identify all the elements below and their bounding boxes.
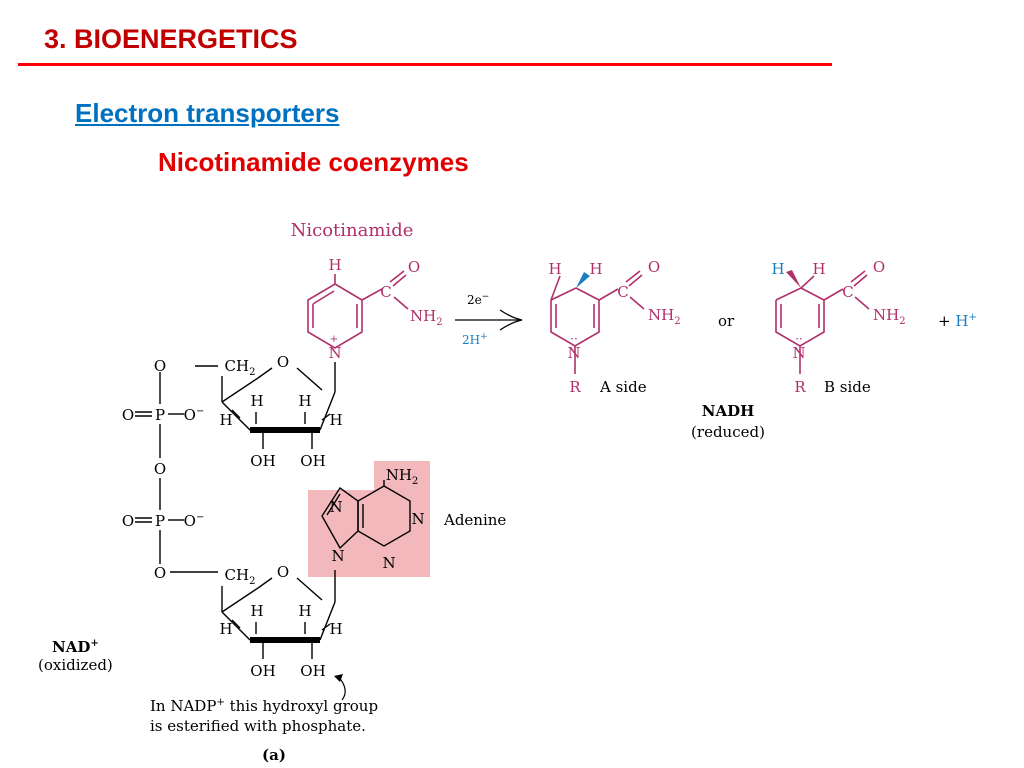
svg-text:N: N — [382, 554, 395, 572]
svg-text:O: O — [154, 357, 166, 375]
svg-text:NH2: NH2 — [386, 466, 419, 487]
svg-text:O−: O− — [184, 406, 205, 424]
b-side-label: B side — [824, 378, 871, 396]
svg-text:O: O — [154, 460, 166, 478]
nic-plus-charge: + — [330, 334, 338, 345]
nadh-reduced-label: (reduced) — [691, 423, 765, 441]
svg-text:N: N — [329, 498, 342, 516]
svg-text:O: O — [277, 563, 289, 581]
b-side-wedge-bond — [786, 270, 801, 288]
svg-text:H: H — [219, 411, 232, 429]
a-side-wedge-bond — [576, 272, 590, 288]
svg-text:NH2: NH2 — [648, 306, 681, 327]
svg-text:C: C — [842, 283, 853, 301]
svg-text:OH: OH — [250, 662, 275, 680]
svg-text:P: P — [155, 512, 165, 530]
svg-text:H: H — [298, 392, 311, 410]
slide-title: 3. BIOENERGETICS — [44, 24, 298, 54]
nic-c-label: C — [380, 283, 391, 301]
nic-o-label: O — [408, 258, 420, 276]
adenine-box-lower — [308, 490, 430, 577]
nic-n-label: N — [328, 344, 341, 362]
svg-text:H: H — [250, 392, 263, 410]
svg-text:O: O — [154, 564, 166, 582]
svg-text:O: O — [122, 406, 134, 424]
svg-text:O: O — [648, 258, 660, 276]
svg-text:H: H — [298, 602, 311, 620]
svg-text:H: H — [771, 260, 784, 278]
svg-text:H: H — [250, 602, 263, 620]
svg-text:R: R — [794, 378, 806, 396]
nad-label: NAD+ — [52, 638, 99, 656]
svg-text:··: ·· — [570, 332, 578, 346]
svg-text:H: H — [329, 411, 342, 429]
proton-label: + H+ — [938, 312, 977, 330]
subtitle-electron-transporters: Electron transporters — [75, 98, 340, 128]
svg-text:N: N — [331, 547, 344, 565]
svg-text:R: R — [569, 378, 581, 396]
svg-text:N: N — [567, 344, 580, 362]
nicotinamide-ring — [307, 270, 409, 349]
svg-text:O: O — [873, 258, 885, 276]
svg-text:OH: OH — [250, 452, 275, 470]
nic-nh2-label: NH2 — [410, 307, 443, 328]
svg-text:O: O — [122, 512, 134, 530]
a-side-label: A side — [599, 378, 647, 396]
svg-text:H: H — [812, 260, 825, 278]
svg-text:O−: O− — [184, 512, 205, 530]
svg-text:CH2: CH2 — [225, 357, 256, 378]
adenine-label: Adenine — [443, 511, 506, 529]
svg-text:··: ·· — [795, 332, 803, 346]
svg-text:N: N — [792, 344, 805, 362]
svg-text:OH: OH — [300, 452, 325, 470]
phosphate-backbone — [135, 372, 218, 573]
svg-text:NH2: NH2 — [873, 306, 906, 327]
svg-text:C: C — [617, 283, 628, 301]
svg-text:H: H — [329, 620, 342, 638]
svg-text:H: H — [589, 260, 602, 278]
panel-label: (a) — [262, 746, 286, 764]
svg-text:H: H — [548, 260, 561, 278]
nadh-b-side-ring — [775, 270, 870, 374]
nadh-a-side-ring — [550, 270, 645, 374]
nicotinamide-label: Nicotinamide — [291, 220, 414, 241]
svg-text:H: H — [219, 620, 232, 638]
title-underline — [18, 63, 832, 66]
svg-text:CH2: CH2 — [225, 566, 256, 587]
nadp-note-line2: is esterified with phosphate. — [150, 717, 366, 735]
adenine-rings — [321, 480, 411, 550]
or-label: or — [718, 312, 735, 330]
svg-text:O: O — [277, 353, 289, 371]
arrow-2e-label: 2e− — [467, 292, 489, 307]
nadh-label: NADH — [702, 402, 755, 420]
nadp-note-line1: In NADP+ this hydroxyl group — [150, 697, 378, 715]
ribose-2 — [221, 570, 336, 659]
heading-nicotinamide-coenzymes: Nicotinamide coenzymes — [158, 147, 469, 177]
reaction-arrow — [455, 309, 523, 331]
svg-text:N: N — [411, 510, 424, 528]
nic-h-label: H — [328, 256, 341, 274]
adenine-box-upper — [374, 461, 430, 493]
arrow-2h-label: 2H+ — [462, 332, 488, 347]
ribose-1 — [195, 362, 336, 449]
nad-oxidized-label: (oxidized) — [38, 656, 113, 674]
svg-text:P: P — [155, 406, 165, 424]
svg-text:OH: OH — [300, 662, 325, 680]
